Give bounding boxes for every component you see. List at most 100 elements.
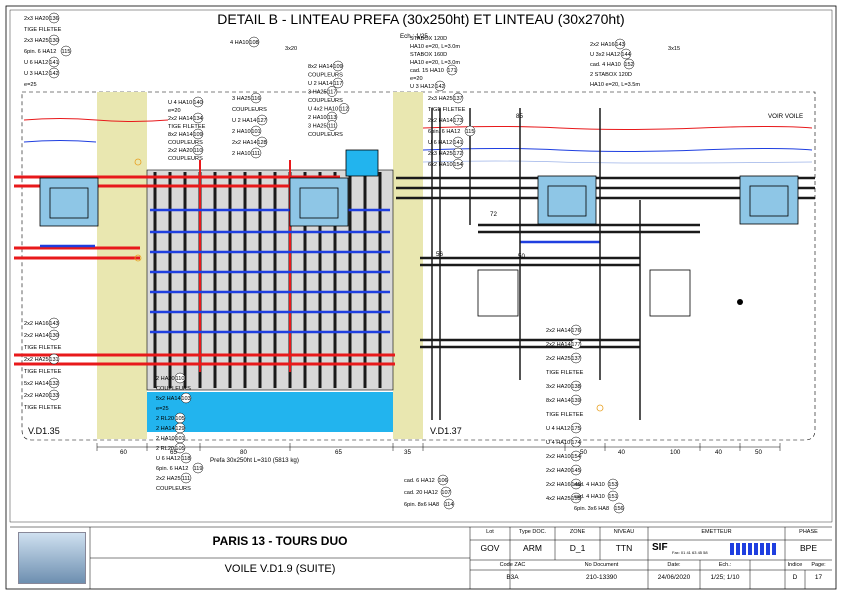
callouts-center-left-4-marker-number: 128	[257, 140, 266, 146]
callouts-bottom-left-0-marker-circle	[48, 317, 60, 329]
precast-beam	[146, 169, 394, 391]
callouts-center-3-text: 3 HA25	[308, 90, 327, 96]
building-thumbnail	[18, 532, 86, 584]
val-ech: 1/25; 1/10	[710, 574, 740, 581]
schedule-left-2-marker-number: 114	[445, 502, 454, 508]
hdr-zone: ZONE	[569, 529, 586, 535]
val-page: 17	[814, 574, 823, 581]
emetteur-logo: SIF	[652, 542, 668, 553]
callouts-bottom-mid-7-marker-number: 105	[175, 446, 184, 452]
section-left-label: V.D1.35	[28, 426, 60, 436]
top-mark-0-text: 4 HA10	[230, 40, 249, 46]
callouts-bottom-right-11-marker-circle	[570, 478, 582, 490]
callouts-center-3-marker-circle	[326, 86, 338, 97]
svg-text:40: 40	[618, 449, 625, 456]
callouts-bottom-right-12-marker-circle	[570, 492, 582, 504]
schedule-left-0-text: cad. 6 HA12	[404, 478, 435, 484]
callouts-bottom-right-4-text: 3x2 HA20	[546, 384, 571, 390]
callouts-mid-left-2-marker-number: 134	[193, 116, 202, 122]
callouts-center-left-3-marker-number: 101	[251, 129, 260, 135]
callouts-bottom-mid-2-marker-number: 103	[181, 396, 190, 402]
callouts-top-center-3-text: HA10 e=20, L=3.0m	[410, 60, 460, 66]
svg-text:65: 65	[170, 449, 177, 456]
svg-text:50: 50	[755, 449, 762, 456]
callouts-right-4-marker-number: 141	[453, 140, 462, 146]
schedule-right-0-text: cad. 4 HA10	[574, 482, 605, 488]
callouts-bottom-mid-9-marker-number: 119	[194, 466, 203, 472]
schedule-left-1-marker-circle	[440, 486, 452, 498]
column-sections	[39, 149, 799, 317]
top-mark-0-marker-number: 108	[249, 40, 258, 46]
wall-texture-band	[23, 118, 813, 164]
callouts-bottom-mid-9-marker-circle	[192, 462, 204, 474]
callouts-right-0-text: 2x3 HA25	[428, 96, 453, 102]
schedule-left-0-marker-number: 106	[438, 478, 447, 484]
top-mark-0-marker-circle	[248, 36, 260, 48]
callouts-bottom-mid-4-marker-number: 105	[175, 416, 184, 422]
hdr-date: Date:	[667, 562, 681, 568]
val-type: ARM	[523, 543, 542, 553]
callouts-left-0-text: 2x3 HA20	[24, 16, 49, 22]
svg-text:80: 80	[240, 449, 247, 456]
schedule-right-0-marker-circle	[607, 478, 619, 490]
callouts-center-5-marker-circle	[338, 103, 350, 114]
hatch-left	[97, 92, 147, 439]
callouts-center-0-marker-number: 109	[333, 64, 342, 70]
hatch-right	[393, 92, 423, 439]
callouts-top-center-6-text: U 3 HA12	[410, 84, 434, 90]
callouts-left-2-marker-number: 130	[49, 38, 58, 44]
callouts-right-4-marker-circle	[452, 136, 464, 148]
svg-text:35: 35	[404, 449, 411, 456]
callouts-top-right-2-marker-number: 152	[624, 62, 633, 68]
sheet-frame	[5, 5, 837, 590]
callouts-bottom-right-3-text: TIGE FILETEE	[546, 370, 584, 376]
callouts-center-left-5-marker-number: 111	[252, 151, 261, 157]
val-lot: GOV	[480, 543, 500, 553]
callouts-bottom-right-4-marker-circle	[570, 380, 582, 392]
callouts-center-left-1-text: COUPLEURS	[232, 107, 267, 113]
callouts-center-left-5-text: 2 HA10	[232, 151, 251, 157]
callouts-bottom-left-1-marker-circle	[48, 329, 60, 341]
callouts-bottom-right-9-marker-circle	[570, 450, 582, 462]
callouts-top-center-1-text: HA10 e=20, L=3.0m	[410, 44, 460, 50]
callouts-bottom-right-4-marker-number: 138	[571, 384, 580, 390]
callouts-bottom-right-6-text: TIGE FILETEE	[546, 412, 584, 418]
dimension-line-bottom	[96, 443, 781, 451]
callouts-center-left-2-text: U 2 HA14	[232, 118, 256, 124]
callouts-left-1-text: TIGE FILETEE	[24, 27, 62, 33]
callouts-bottom-right-0-text: 2x2 HA14	[546, 328, 571, 334]
title-block-lines	[10, 526, 832, 589]
schedule-left-2-text: 6pin. 8x6 HA8	[404, 502, 439, 508]
svg-text:56: 56	[436, 251, 443, 258]
schedule-right-2-marker-number: 156	[614, 506, 623, 512]
svg-text:65: 65	[335, 449, 342, 456]
callouts-center-left-2-marker-circle	[256, 114, 268, 126]
callouts-bottom-left-1-text: 2x2 HA14	[24, 333, 49, 339]
callouts-top-center-5-text: e=20	[410, 76, 423, 82]
callouts-bottom-mid-5-marker-number: 129	[175, 426, 184, 432]
callouts-center-2-marker-circle	[332, 77, 344, 89]
callouts-bottom-mid-2-marker-circle	[180, 392, 192, 404]
callouts-bottom-right-1-marker-circle	[570, 338, 582, 350]
callouts-bottom-mid-10-text: 2x2 HA25	[156, 476, 181, 482]
callouts-left-5-marker-number: 142	[49, 71, 58, 77]
callouts-bottom-left-2-text: TIGE FILETEE	[24, 345, 62, 351]
callouts-top-center-4-text: cad. 15 HA10	[410, 68, 444, 74]
callouts-mid-left-0-marker-circle	[192, 96, 204, 108]
callouts-bottom-right-0-marker-circle	[570, 324, 582, 336]
val-zone: D_1	[569, 543, 586, 553]
callouts-bottom-left-4-text: TIGE FILETEE	[24, 369, 62, 375]
callouts-top-center-0-text: STABOX 120D	[410, 36, 447, 42]
callouts-bottom-right-1-marker-number: 177	[571, 342, 580, 348]
callouts-bottom-left-6-marker-number: 133	[49, 393, 58, 399]
svg-text:40: 40	[715, 449, 722, 456]
drawing-title: DETAIL B - LINTEAU PREFA (30x250ht) ET L…	[217, 11, 624, 27]
callouts-bottom-mid-3-text: e=25	[156, 406, 169, 412]
val-phase: BPE	[799, 543, 817, 553]
callouts-right-6-marker-number: 154	[453, 162, 462, 168]
hdr-phase: PHASE	[799, 529, 818, 535]
callouts-left-4-marker-number: 141	[49, 60, 58, 66]
hdr-niveau: NIVEAU	[613, 529, 635, 535]
callouts-left-0-marker-number: 136	[49, 16, 58, 22]
